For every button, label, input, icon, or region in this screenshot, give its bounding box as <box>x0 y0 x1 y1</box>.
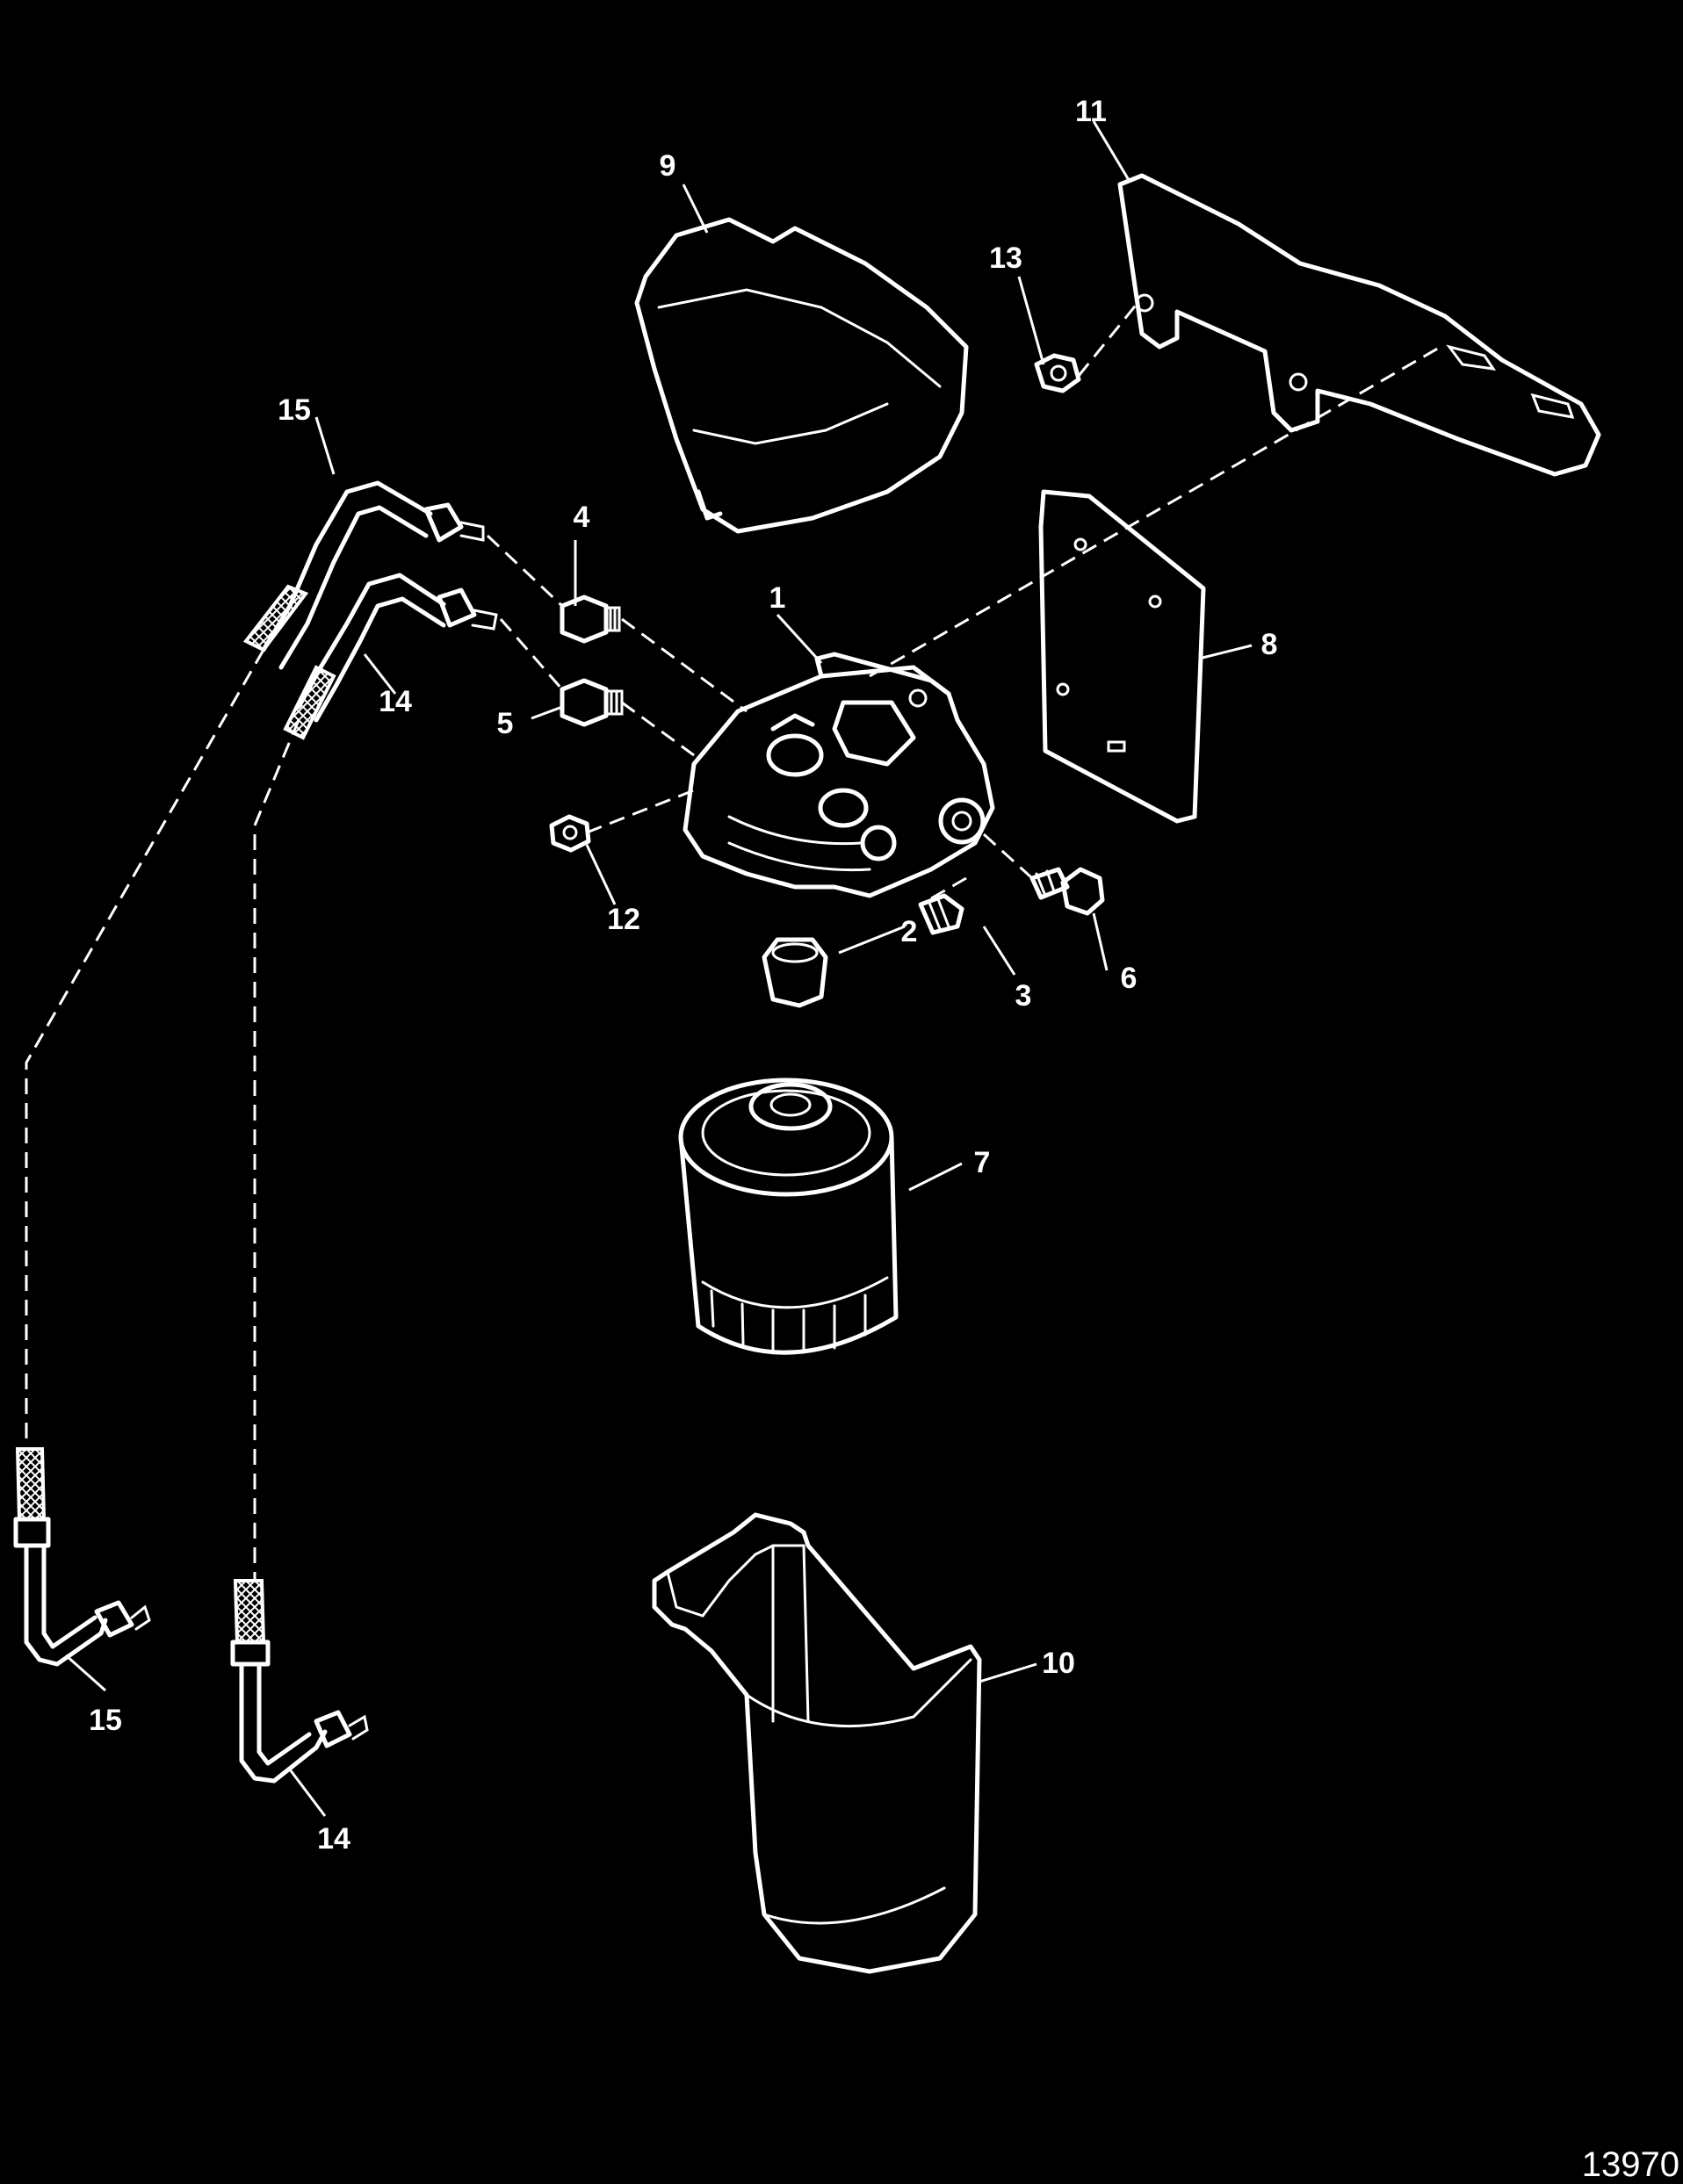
part-13-nut <box>1034 353 1081 393</box>
callout-11: 11 <box>1075 95 1107 128</box>
assembly-lines <box>25 302 1441 1581</box>
callout-15-lower: 15 <box>89 1704 122 1737</box>
callout-13: 13 <box>989 241 1022 275</box>
callout-labels: 1 2 3 4 5 6 7 8 9 10 11 12 13 14 14 15 1… <box>89 95 1277 1856</box>
part-9-cover <box>634 217 969 534</box>
callout-1: 1 <box>769 581 786 615</box>
part-8-gasket <box>1038 489 1206 824</box>
part-10-guard <box>652 1512 982 1974</box>
part-12-nut <box>549 814 591 853</box>
part-4-fitting <box>560 595 621 644</box>
callout-6: 6 <box>1121 962 1138 995</box>
part-3-plug <box>918 893 964 935</box>
figure-id: 13970 <box>1582 2145 1679 2184</box>
part-14-hose <box>230 573 498 1784</box>
callout-7: 7 <box>974 1146 991 1179</box>
callout-2: 2 <box>901 915 918 948</box>
part-5-fitting <box>560 678 624 727</box>
callout-10: 10 <box>1042 1647 1075 1680</box>
callout-8: 8 <box>1261 628 1278 661</box>
part-11-bracket <box>1117 173 1601 477</box>
leader-lines <box>65 120 1253 1817</box>
part-7-filter-element <box>678 1078 899 1355</box>
callout-15-upper: 15 <box>278 393 311 427</box>
part-1-filter-head <box>683 652 995 898</box>
part-15-hose <box>13 480 485 1667</box>
callout-4: 4 <box>574 501 590 534</box>
callout-14-upper: 14 <box>379 685 412 718</box>
callout-5: 5 <box>497 707 514 740</box>
callout-14-lower: 14 <box>317 1822 350 1856</box>
part-2-plug <box>762 937 828 1008</box>
callout-3: 3 <box>1015 979 1032 1013</box>
callout-9: 9 <box>660 149 676 183</box>
part-6-bolt <box>1029 867 1105 916</box>
callout-12: 12 <box>607 903 640 936</box>
